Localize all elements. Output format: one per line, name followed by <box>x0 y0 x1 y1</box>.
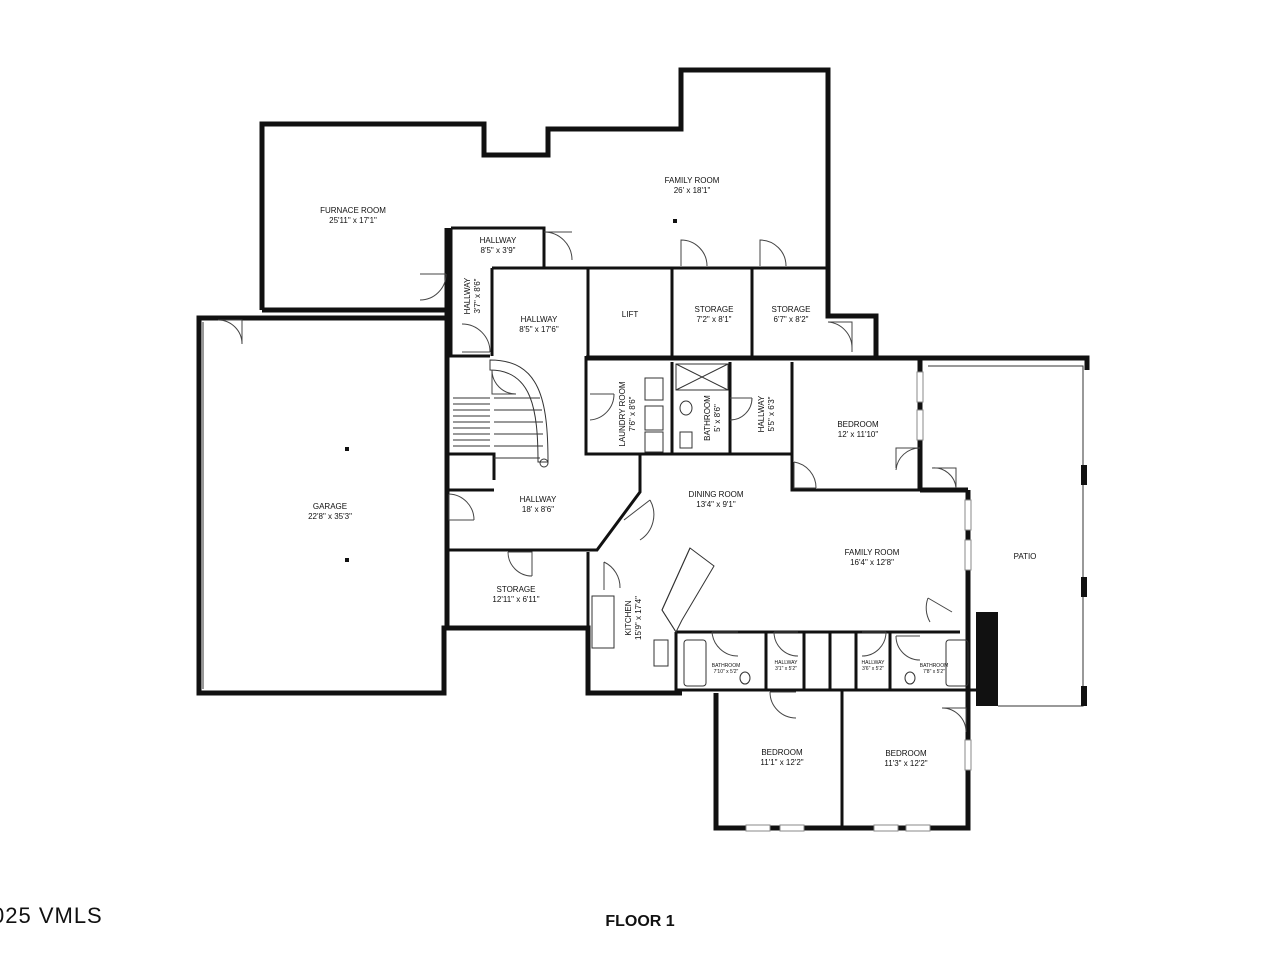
interior-walls <box>445 226 976 828</box>
room-dims-storage-1: 7'2" x 8'1" <box>697 315 732 324</box>
room-dims-bathroom-1: 5' x 8'6" <box>713 404 722 432</box>
copyright-watermark: 025 VMLS <box>0 903 103 928</box>
room-name-hallway-mid: HALLWAY <box>521 315 558 324</box>
room-name-laundry-room: LAUNDRY ROOM <box>618 381 627 446</box>
room-name-storage-1: STORAGE <box>695 305 734 314</box>
room-dims-bedroom-3: 11'3" x 12'2" <box>884 759 927 768</box>
room-name-lift: LIFT <box>622 310 639 319</box>
room-dims-hallway-top: 8'5" x 3'9" <box>481 246 516 255</box>
room-dims-bathroom-3: 7'8" x 5'2" <box>923 669 945 675</box>
room-name-kitchen: KITCHEN <box>624 600 633 635</box>
room-dims-hallway-small: 5'5" x 6'3" <box>767 396 776 431</box>
room-name-bathroom-3: BATHROOM <box>920 663 949 669</box>
room-dims-bedroom-2: 11'1" x 12'2" <box>760 758 803 767</box>
room-name-garage: GARAGE <box>313 502 347 511</box>
staircase <box>453 359 549 468</box>
room-dims-hallway-lower: 18' x 8'6" <box>522 505 554 514</box>
room-name-patio: PATIO <box>1014 552 1037 561</box>
room-dims-furnace-room: 25'11" x 17'1" <box>329 216 377 225</box>
room-dims-hallway-mid: 8'5" x 17'6" <box>519 325 559 334</box>
room-dims-bathroom-2: 7'10" x 5'2" <box>714 669 739 675</box>
room-name-bathroom-2: BATHROOM <box>712 663 741 669</box>
room-dims-family-room-main: 16'4" x 12'8" <box>850 558 894 567</box>
room-name-hallway-vert: HALLWAY <box>463 277 472 314</box>
floor-title: FLOOR 1 <box>605 913 675 930</box>
exterior-walls <box>196 67 1090 831</box>
room-dims-hallway-b2: 3'6" x 5'2" <box>862 666 884 672</box>
room-name-hallway-b1: HALLWAY <box>775 660 799 666</box>
room-name-bathroom-1: BATHROOM <box>703 395 712 441</box>
doors <box>217 231 967 733</box>
fixtures <box>591 363 969 687</box>
room-name-storage-2: STORAGE <box>772 305 811 314</box>
room-dims-family-room-top: 26' x 18'1" <box>674 186 711 195</box>
room-dims-laundry-room: 7'6" x 8'6" <box>628 396 637 431</box>
room-name-bedroom-1: BEDROOM <box>837 420 879 429</box>
room-dims-hallway-vert: 3'7" x 8'6" <box>473 278 482 313</box>
room-dims-dining-room: 13'4" x 9'1" <box>696 500 736 509</box>
windows <box>745 371 1087 832</box>
room-name-furnace-room: FURNACE ROOM <box>320 206 386 215</box>
room-name-storage-3: STORAGE <box>497 585 536 594</box>
room-dims-storage-2: 6'7" x 8'2" <box>774 315 809 324</box>
room-name-hallway-b2: HALLWAY <box>862 660 886 666</box>
room-dims-garage: 22'8" x 35'3" <box>308 512 352 521</box>
room-name-hallway-small: HALLWAY <box>757 395 766 432</box>
room-name-family-room-top: FAMILY ROOM <box>665 176 720 185</box>
room-dims-bedroom-1: 12' x 11'10" <box>838 430 879 439</box>
room-dims-storage-3: 12'11" x 6'11" <box>492 595 539 604</box>
room-labels: FURNACE ROOM 25'11" x 17'1" FAMILY ROOM … <box>308 176 1036 768</box>
room-name-bedroom-3: BEDROOM <box>885 749 927 758</box>
room-name-hallway-lower: HALLWAY <box>520 495 557 504</box>
room-dims-kitchen: 15'9" x 17'4" <box>634 596 643 640</box>
room-name-bedroom-2: BEDROOM <box>761 748 803 757</box>
room-dims-hallway-b1: 3'1" x 5'2" <box>775 666 797 672</box>
room-name-dining-room: DINING ROOM <box>688 490 743 499</box>
markers <box>345 219 677 562</box>
room-name-family-room-main: FAMILY ROOM <box>845 548 900 557</box>
room-name-hallway-top: HALLWAY <box>480 236 517 245</box>
